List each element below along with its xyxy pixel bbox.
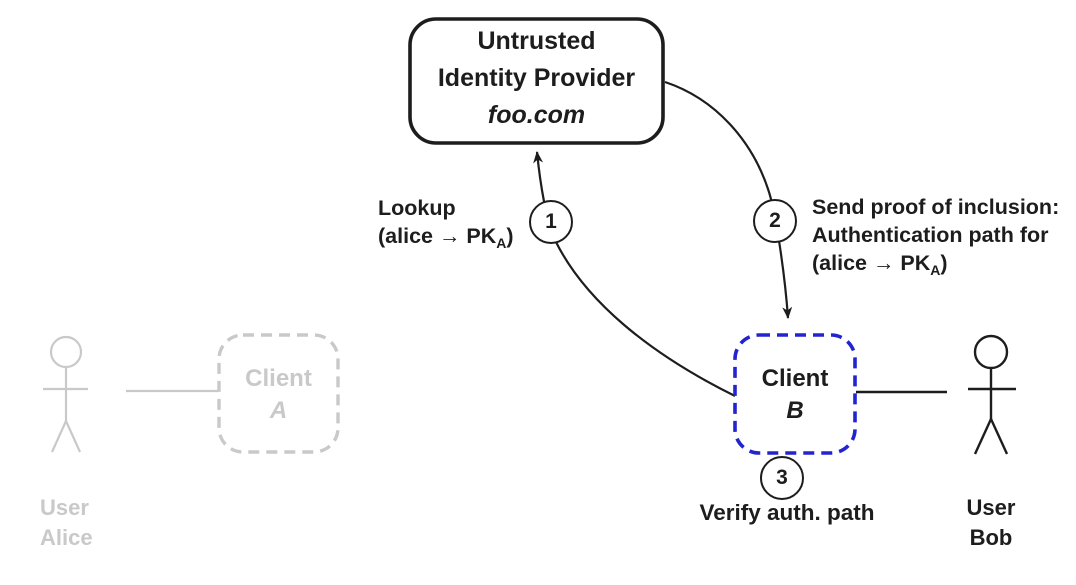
client-a-label: Client A bbox=[219, 363, 338, 427]
step-2-badge: 2 bbox=[769, 209, 781, 232]
lookup-arrow bbox=[533, 151, 736, 397]
alice-figure-icon bbox=[43, 335, 88, 453]
client-b-name: B bbox=[786, 397, 804, 424]
idp-title: Untrusted Identity Provider foo.com bbox=[410, 23, 663, 134]
bob-figure-icon bbox=[968, 334, 1016, 455]
idp-title-line2: Identity Provider bbox=[437, 64, 636, 92]
idp-title-line1: Untrusted bbox=[477, 27, 596, 55]
client-b-label: Client B bbox=[735, 363, 855, 427]
step-1-label-line2: (alice → PKA) bbox=[378, 224, 514, 251]
user-bob-line2: Bob bbox=[969, 525, 1013, 550]
step-3-label: Verify auth. path bbox=[699, 500, 875, 525]
client-b-label-text: Client bbox=[761, 365, 829, 392]
step-2-label: Send proof of inclusion: Authentication … bbox=[812, 193, 1059, 284]
step-3-badge: 3 bbox=[776, 466, 788, 489]
idp-box-outline bbox=[408, 17, 665, 145]
step-2-label-line3: (alice → PKA) bbox=[812, 251, 948, 278]
step-1-badge: 1 bbox=[545, 210, 557, 233]
user-alice-line2: Alice bbox=[40, 525, 93, 550]
client-b-box-outline bbox=[733, 333, 857, 455]
user-alice-label: User Alice bbox=[40, 493, 93, 553]
idp-domain: foo.com bbox=[487, 101, 586, 129]
client-a-name: A bbox=[269, 397, 288, 424]
step-1-label-line1: Lookup bbox=[378, 196, 456, 220]
user-bob-line1: User bbox=[966, 495, 1016, 520]
user-alice-line1: User bbox=[40, 495, 89, 520]
step-1-circle bbox=[529, 200, 573, 244]
client-a-label-text: Client bbox=[245, 365, 312, 392]
client-a-box-outline bbox=[217, 333, 340, 454]
step-3-circle bbox=[760, 456, 804, 500]
step-2-circle bbox=[753, 199, 797, 243]
step-2-label-line2: Authentication path for bbox=[812, 223, 1049, 247]
step-1-label: Lookup (alice → PKA) bbox=[378, 194, 514, 257]
proof-arrow bbox=[664, 80, 793, 319]
user-bob-label: User Bob bbox=[948, 493, 1034, 553]
step-2-label-line1: Send proof of inclusion: bbox=[812, 195, 1060, 219]
